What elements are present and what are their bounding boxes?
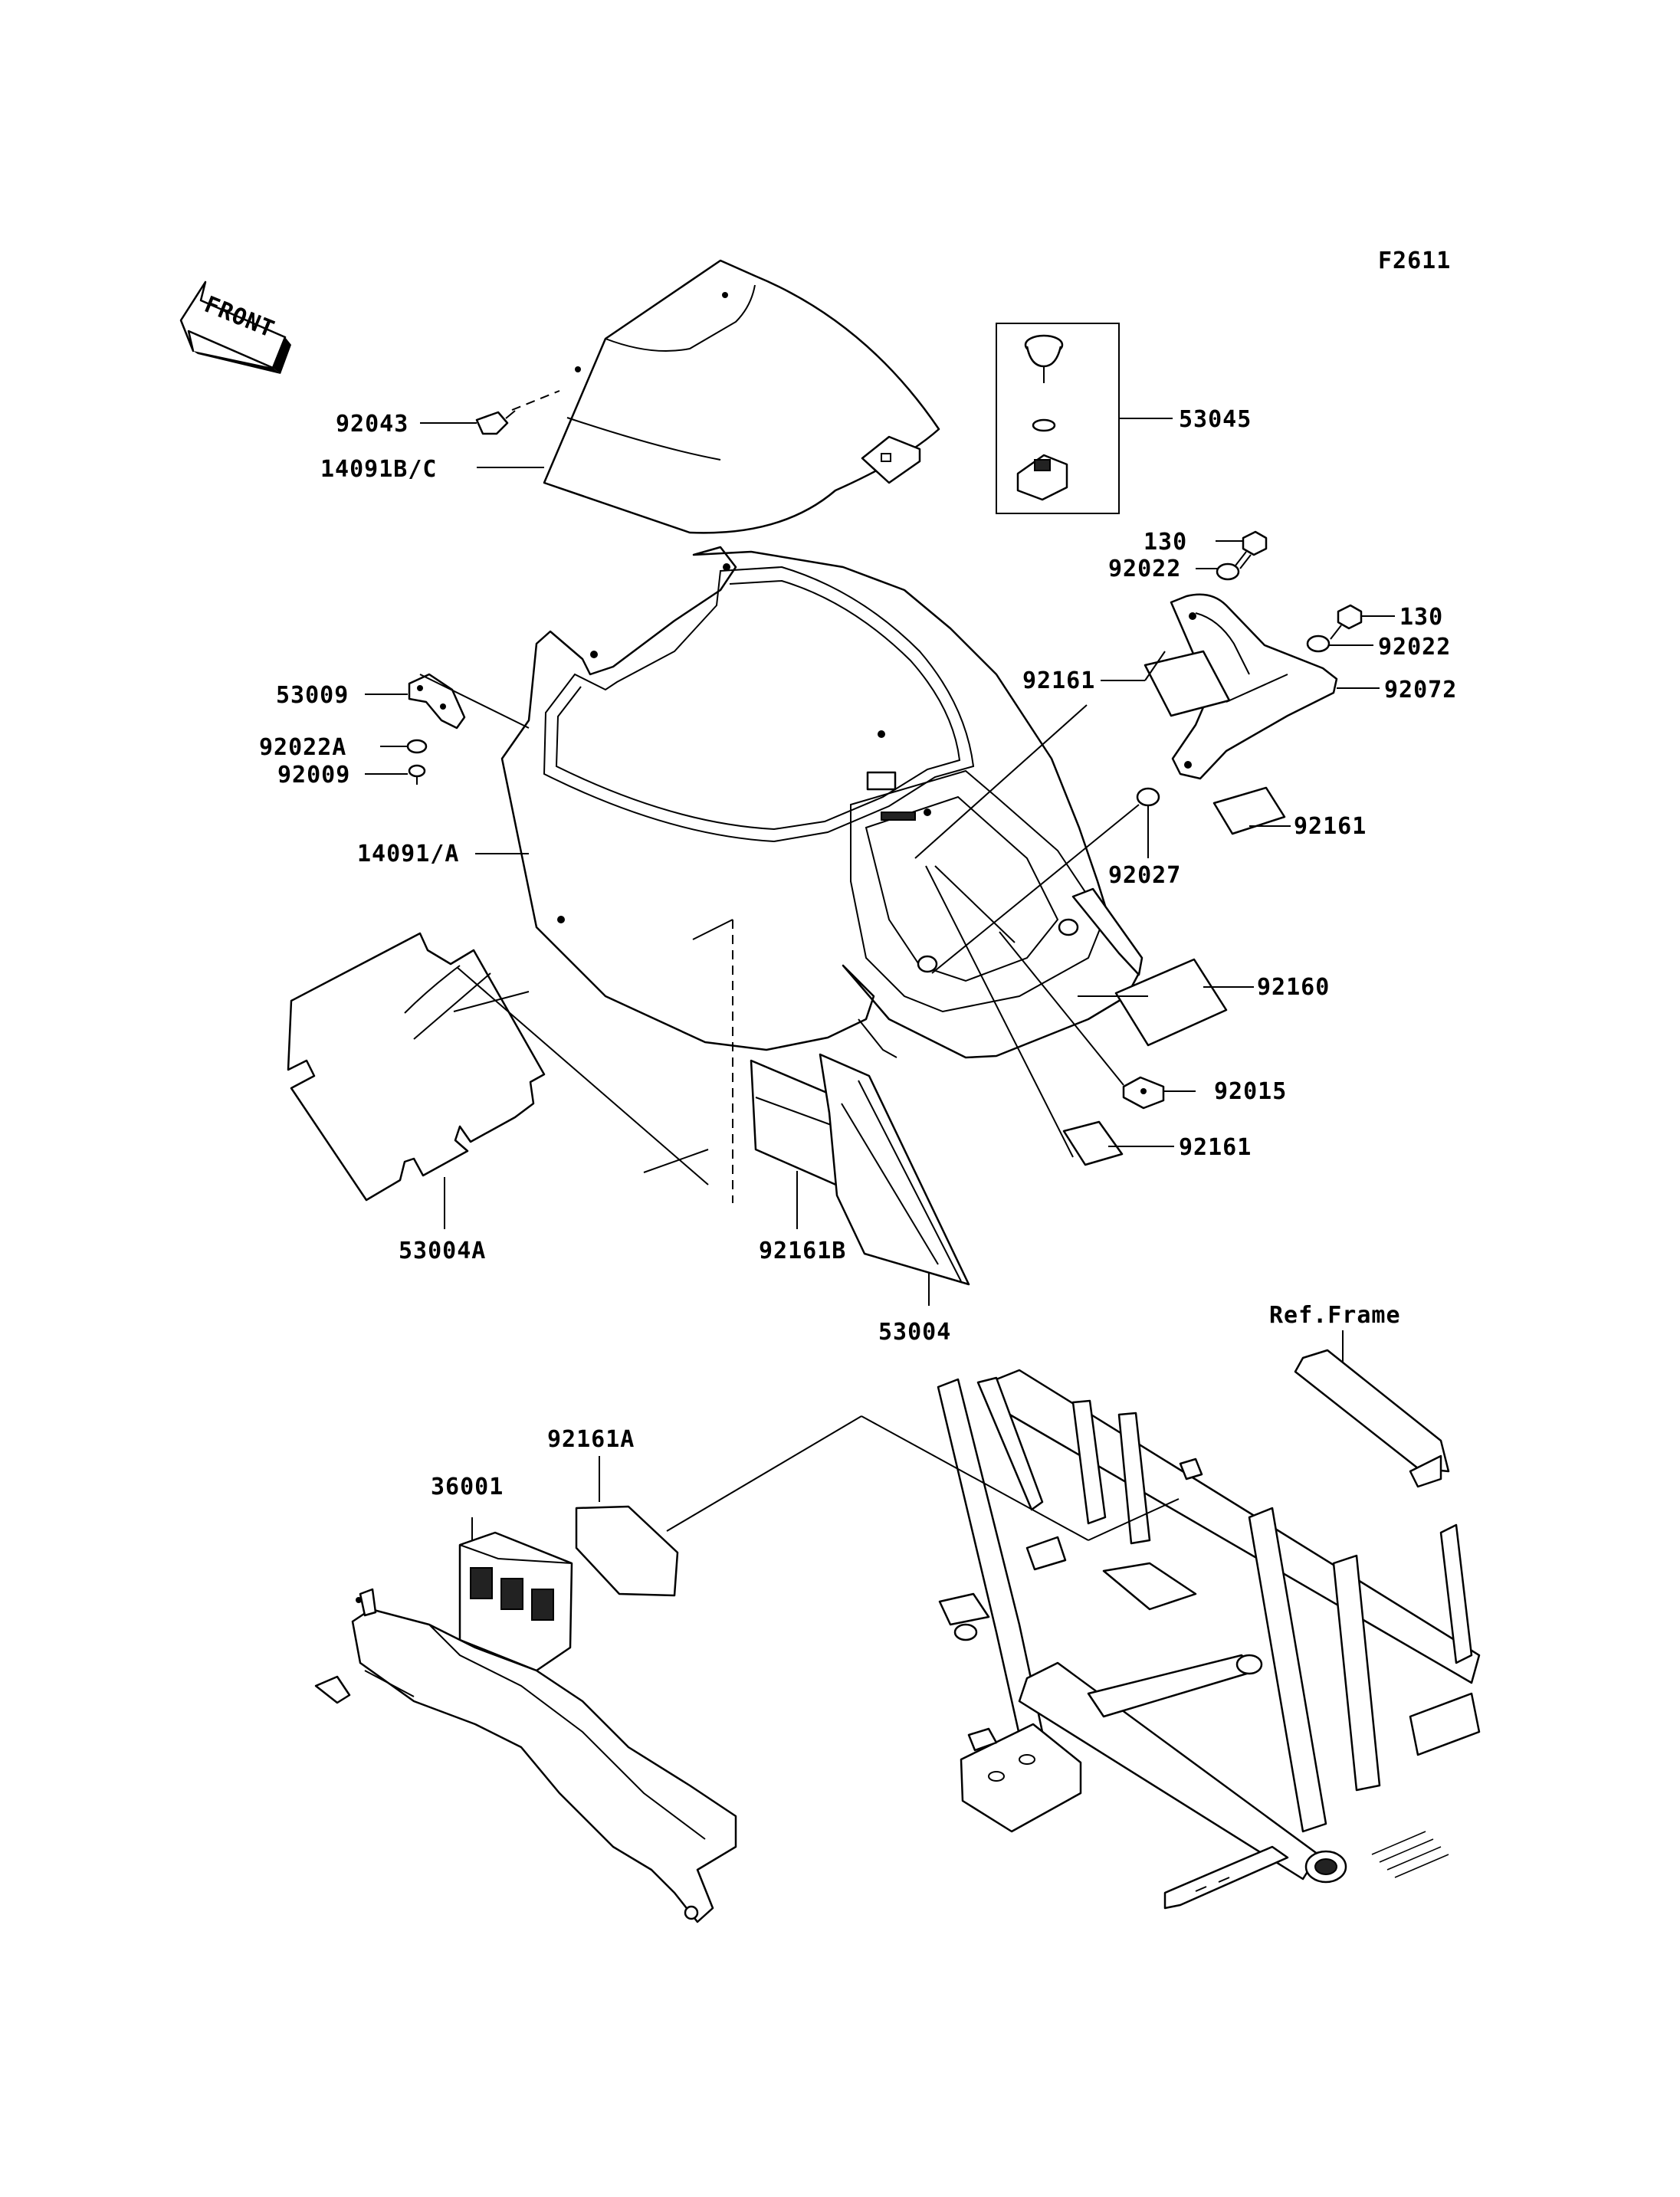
pad-53004-part <box>819 1053 970 1286</box>
label-53004: 53004 <box>878 1319 951 1346</box>
label-ref-frame: Ref.Frame <box>1269 1302 1401 1329</box>
label-130-upper: 130 <box>1144 529 1187 556</box>
label-92027: 92027 <box>1108 862 1181 889</box>
figure-code: F2611 <box>1378 248 1451 274</box>
pad-92161a-part <box>575 1505 679 1597</box>
label-92161b: 92161B <box>759 1238 846 1264</box>
label-130-right: 130 <box>1399 604 1443 631</box>
upper-cover-part <box>543 259 940 534</box>
label-14091a: 14091/A <box>357 841 459 867</box>
label-92160: 92160 <box>1257 974 1330 1001</box>
frame-assembly-part <box>937 1349 1481 1910</box>
washer-92022-right <box>1306 635 1331 653</box>
bracket-92072-part <box>1170 593 1338 780</box>
pad-92160-part <box>1114 958 1228 1047</box>
clip-92015-part <box>1122 1076 1165 1110</box>
label-92161-upper: 92161 <box>1022 667 1095 694</box>
label-53004a: 53004A <box>399 1238 486 1264</box>
label-92161-lower-right: 92161 <box>1294 813 1367 840</box>
pad-92161-lower-right <box>1212 786 1286 835</box>
bracket-53009-part <box>408 673 466 730</box>
label-92161a: 92161A <box>547 1426 635 1453</box>
label-92022-upper: 92022 <box>1108 556 1181 582</box>
screw-92009 <box>408 764 426 785</box>
bolt-130-upper <box>1235 530 1268 569</box>
label-92022-right: 92022 <box>1378 634 1451 661</box>
label-36001: 36001 <box>431 1474 504 1500</box>
label-92072: 92072 <box>1384 677 1457 703</box>
main-cover-part <box>500 546 1144 1059</box>
bolt-130-right <box>1330 604 1363 640</box>
label-92015: 92015 <box>1214 1078 1287 1105</box>
pad-92161-upper <box>1144 650 1231 717</box>
pad-92161-bottom <box>1062 1120 1124 1166</box>
label-92022a: 92022A <box>259 734 346 761</box>
label-53009: 53009 <box>276 682 349 709</box>
label-92043: 92043 <box>336 411 409 438</box>
label-53045: 53045 <box>1179 406 1252 433</box>
label-14091bc: 14091B/C <box>320 456 438 483</box>
air-duct-36001-part <box>314 1531 737 1923</box>
front-arrow-icon: FRONT <box>179 280 291 374</box>
washer-92022-upper <box>1216 562 1240 581</box>
pad-53004a-part <box>287 932 546 1202</box>
washer-92022a <box>406 739 428 754</box>
label-92161-bottom: 92161 <box>1179 1134 1252 1161</box>
clip-92043-part <box>475 410 516 435</box>
fastener-kit-53045 <box>996 323 1120 514</box>
grommet-92027 <box>1136 787 1160 807</box>
label-92009: 92009 <box>277 762 350 789</box>
